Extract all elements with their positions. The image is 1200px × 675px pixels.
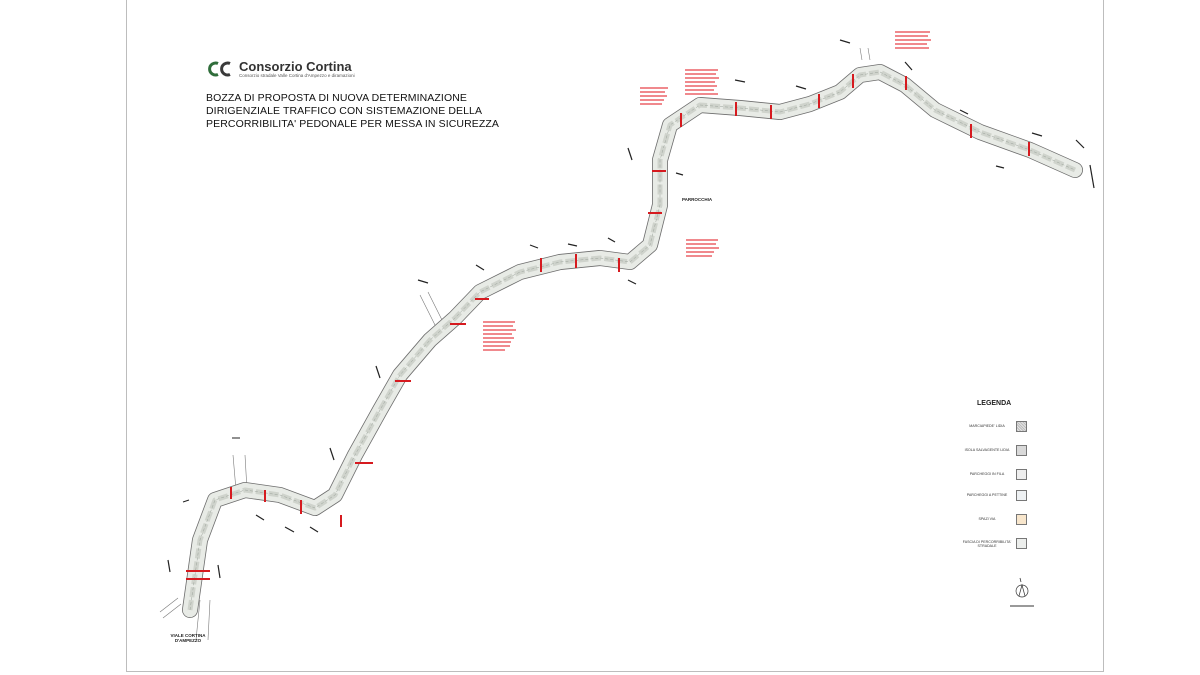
logo-subtitle: Consorzio stradale Valle Cortina d'Ampez… (239, 73, 355, 78)
legend-item-marciapiede: MARCIAPIEDE' LIDIA (960, 421, 1030, 433)
title-line-3: PERCORRIBILITA' PEDONALE PER MESSA IN SI… (206, 118, 499, 130)
north-arrow-icon (1010, 577, 1034, 607)
parrocchia-label: PARROCCHIA (682, 197, 713, 202)
road-surface (190, 72, 1075, 610)
legend-item-isola: ISOLA SALVAGENTE LIDIA (960, 445, 1030, 457)
legend-item-parcheggi-fila: PARCHEGGI IN FILA (960, 469, 1030, 481)
legend-swatch-fascia (1016, 538, 1027, 549)
red-annotations (483, 31, 931, 351)
road-edge-outer (190, 72, 1075, 610)
logo-name: Consorzio Cortina (239, 59, 352, 74)
street-labels: ​ (167, 39, 1095, 579)
legend-swatch-marciapiede (1016, 421, 1027, 432)
consorzio-logo-icon (208, 61, 231, 77)
sidewalk-band (190, 72, 1075, 610)
legend-swatch-spazi (1016, 514, 1027, 525)
legend-item-fascia: FASCIA DI PERCORRIBILITA' STRADALE (960, 537, 1030, 551)
title-line-1: BOZZA DI PROPOSTA DI NUOVA DETERMINAZION… (206, 92, 467, 104)
legend-item-spazi: SPAZI VIA (960, 514, 1030, 526)
legend-swatch-isola (1016, 445, 1027, 456)
legend-title: LEGENDA (977, 400, 1012, 407)
document-title: BOZZA DI PROPOSTA DI NUOVA DETERMINAZION… (206, 92, 499, 131)
legend-item-parcheggi-pettine: PARCHEGGI A PETTINE (960, 490, 1030, 502)
legend-swatch-parcheggi-pettine (1016, 490, 1027, 501)
side-streets (159, 47, 871, 641)
consorzio-logo: Consorzio Cortina Consorzio stradale Val… (206, 60, 355, 79)
legend-swatch-parcheggi-fila (1016, 469, 1027, 480)
start-location-label: VIALE CORTINA D'AMPEZZO (170, 633, 206, 643)
title-line-2: DIRIGENZIALE TRAFFICO CON SISTEMAZIONE D… (206, 105, 483, 117)
centerline (189, 71, 1076, 611)
crossing-markers (186, 74, 1030, 580)
